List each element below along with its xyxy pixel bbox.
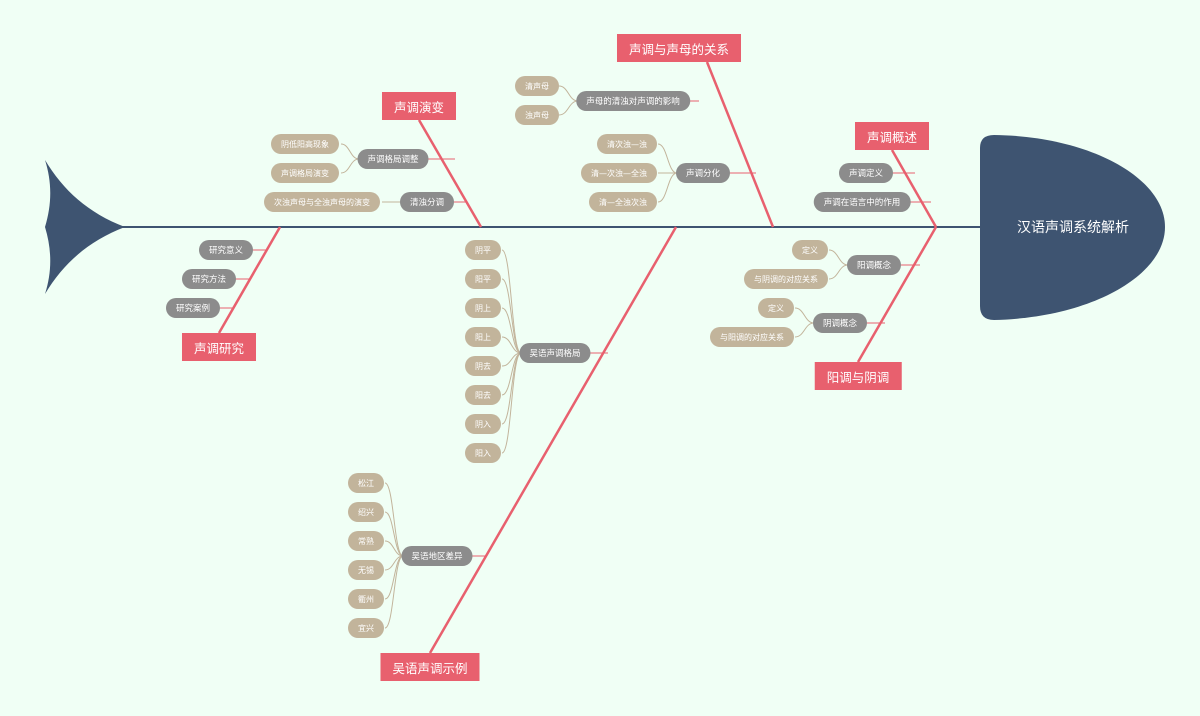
curve-qing <box>558 85 579 102</box>
leaf-yangshang[interactable]: 阳上 <box>465 327 501 347</box>
rib-overview <box>890 149 938 228</box>
leaf-yinping[interactable]: 阴平 <box>465 240 501 260</box>
sub-research-method[interactable]: 研究方法 <box>181 269 237 289</box>
leaf-split-2[interactable]: 清—次浊—全浊 <box>581 163 657 183</box>
sub-research-significance[interactable]: 研究意义 <box>198 240 254 260</box>
leaf-pattern-evolution[interactable]: 声调格局演变 <box>271 163 339 183</box>
fish-tail <box>45 160 125 294</box>
rib-yanjiu <box>217 226 282 334</box>
leaf-yinshang[interactable]: 阴上 <box>465 298 501 318</box>
curve-wu-leaf-2 <box>501 307 522 354</box>
sub-tone-role[interactable]: 声调在语言中的作用 <box>813 192 911 212</box>
curve-region-leaf-2 <box>384 540 404 557</box>
leaf-quzhou[interactable]: 衢州 <box>348 589 384 609</box>
leaf-qing-initial[interactable]: 清声母 <box>515 76 559 96</box>
curve-adjust-1 <box>340 143 360 160</box>
leaf-yinqu[interactable]: 阴去 <box>465 356 501 376</box>
leaf-yangru[interactable]: 阳入 <box>465 443 501 463</box>
curve-yang-def <box>828 249 849 266</box>
leaf-yangqu[interactable]: 阳去 <box>465 385 501 405</box>
leaf-yixing[interactable]: 宜兴 <box>348 618 384 638</box>
curve-wu-leaf-1 <box>501 278 522 354</box>
leaf-shaoxing[interactable]: 绍兴 <box>348 502 384 522</box>
leaf-changshu[interactable]: 常熟 <box>348 531 384 551</box>
rib-shengmu <box>705 61 775 228</box>
curve-split-1 <box>657 143 678 174</box>
rib-yangyin <box>856 226 938 363</box>
leaf-yin-relation[interactable]: 与阳调的对应关系 <box>710 327 794 347</box>
curve-wu-leaf-7 <box>501 352 522 454</box>
category-ribs <box>217 61 938 654</box>
leaf-yinru[interactable]: 阴入 <box>465 414 501 434</box>
category-yangyin[interactable]: 阳调与阴调 <box>814 362 902 390</box>
sub-yin-concept[interactable]: 阴调概念 <box>812 313 868 333</box>
leaf-split-1[interactable]: 清次浊—浊 <box>597 134 657 154</box>
curve-split-3 <box>657 172 678 203</box>
sub-tone-definition[interactable]: 声调定义 <box>838 163 894 183</box>
leaf-split-3[interactable]: 清—全浊次浊 <box>589 192 657 212</box>
fish-head <box>980 135 1165 320</box>
curve-region-leaf-5 <box>384 555 404 629</box>
curve-yang-rel <box>828 264 849 280</box>
sub-pattern-adjust[interactable]: 声调格局调整 <box>357 149 429 169</box>
leaf-yin-low-yang-high[interactable]: 阴低阳高现象 <box>271 134 339 154</box>
leaf-yang-definition[interactable]: 定义 <box>792 240 828 260</box>
leaf-songjiang[interactable]: 松江 <box>348 473 384 493</box>
sub-wu-pattern[interactable]: 吴语声调格局 <box>519 343 591 363</box>
sub-tone-split[interactable]: 声调分化 <box>675 163 731 183</box>
leaf-zhuo-initial[interactable]: 浊声母 <box>515 105 559 125</box>
category-yanjiu[interactable]: 声调研究 <box>181 333 257 361</box>
curve-region-leaf-0 <box>384 482 404 557</box>
category-wuyu[interactable]: 吴语声调示例 <box>380 653 480 681</box>
leaf-yangping[interactable]: 阳平 <box>465 269 501 289</box>
sub-qingzhuo-influence[interactable]: 声母的清浊对声调的影响 <box>576 91 690 111</box>
sub-qingzhuo-split[interactable]: 清浊分调 <box>399 192 455 212</box>
node-connectors <box>218 85 931 629</box>
curve-zhuo <box>558 100 579 116</box>
leaf-initial-evolution[interactable]: 次浊声母与全浊声母的演变 <box>264 192 380 212</box>
category-shengmu[interactable]: 声调与声母的关系 <box>616 34 742 62</box>
curve-wu-leaf-6 <box>501 352 522 425</box>
curve-region-leaf-1 <box>384 511 404 557</box>
category-yanbian[interactable]: 声调演变 <box>381 92 457 120</box>
curve-wu-leaf-0 <box>501 249 522 354</box>
leaf-wuxi[interactable]: 无锡 <box>348 560 384 580</box>
category-overview[interactable]: 声调概述 <box>854 122 930 150</box>
rib-yanbian <box>417 119 483 228</box>
curve-adjust-2 <box>340 158 360 174</box>
curve-wu-leaf-3 <box>501 336 522 354</box>
rib-wuyu <box>428 226 678 654</box>
diagram-title: 汉语声调系统解析 <box>1017 220 1129 236</box>
sub-wu-regions[interactable]: 吴语地区差异 <box>401 546 473 566</box>
curve-yin-rel <box>794 322 815 338</box>
curve-yin-def <box>794 307 815 324</box>
leaf-yin-definition[interactable]: 定义 <box>758 298 794 318</box>
leaf-yang-relation[interactable]: 与阴调的对应关系 <box>744 269 828 289</box>
sub-yang-concept[interactable]: 阳调概念 <box>846 255 902 275</box>
sub-research-cases[interactable]: 研究案例 <box>165 298 221 318</box>
